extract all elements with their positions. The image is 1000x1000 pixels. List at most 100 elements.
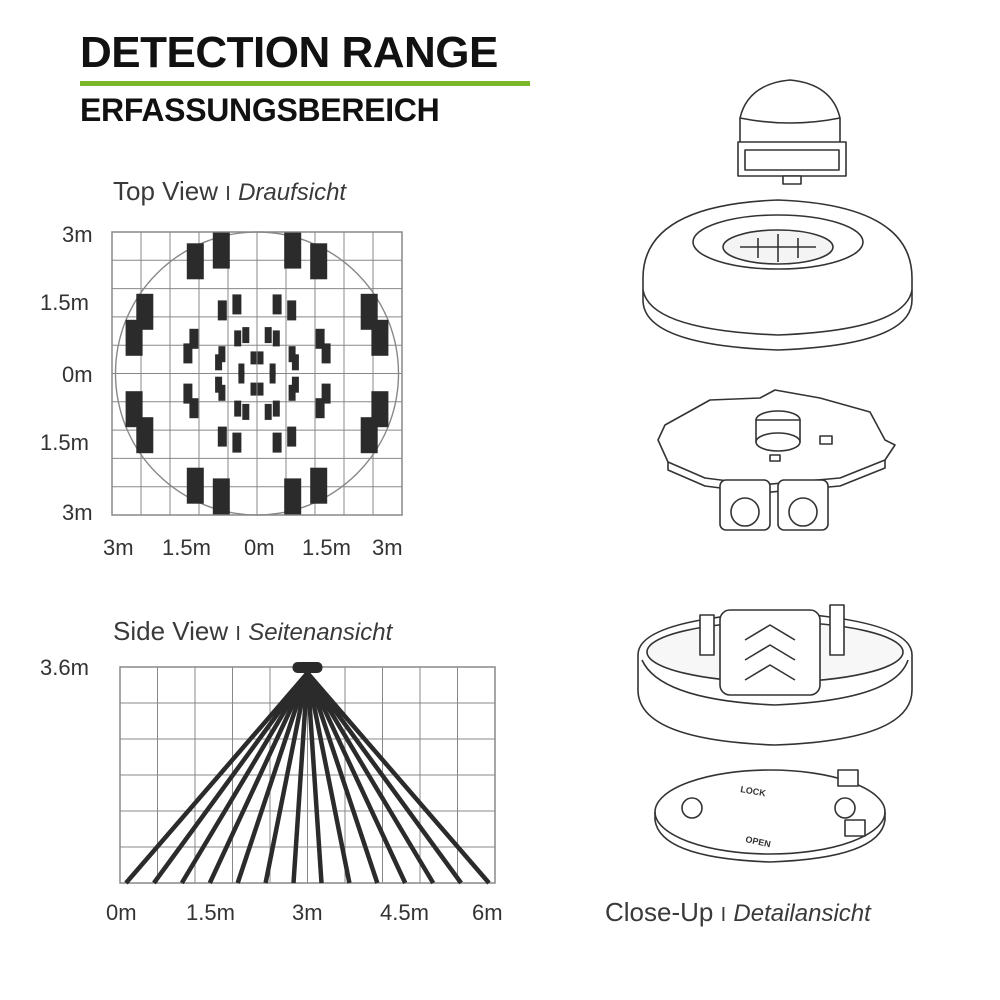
detection-zone xyxy=(215,354,223,371)
side-x-tick: 4.5m xyxy=(380,900,429,925)
detection-zone xyxy=(212,232,230,269)
detection-zone xyxy=(310,467,328,504)
detection-beam xyxy=(305,671,436,885)
detection-beam xyxy=(179,671,310,885)
detection-zone xyxy=(238,363,245,377)
detection-zone xyxy=(321,383,331,404)
top-y-tick: 3m xyxy=(62,500,93,525)
detection-zone xyxy=(264,327,272,344)
detection-zone xyxy=(232,432,242,453)
side-view-heading-de: Seitenansicht xyxy=(248,619,393,646)
side-view-separator: I xyxy=(235,623,241,645)
top-x-tick: 3m xyxy=(372,535,403,560)
detection-zone xyxy=(310,243,328,280)
detection-zone xyxy=(371,319,389,356)
top-view-heading-en: Top View xyxy=(113,176,219,206)
detection-zone xyxy=(360,417,378,454)
top-y-tick: 1.5m xyxy=(40,290,89,315)
detection-beam xyxy=(305,672,380,884)
detection-zone xyxy=(183,343,193,364)
title-underline xyxy=(80,81,530,86)
detection-beam xyxy=(305,672,408,884)
detection-zone xyxy=(272,330,280,347)
detection-beam xyxy=(291,672,310,884)
top-view-separator: I xyxy=(225,183,231,205)
lens-dome xyxy=(737,79,847,185)
mounting-plate xyxy=(654,769,886,863)
detection-zone xyxy=(136,293,154,330)
sensor-icon xyxy=(292,662,323,673)
detection-zone xyxy=(217,300,227,321)
detection-beam xyxy=(305,672,352,884)
detection-zone xyxy=(183,383,193,404)
top-y-tick: 0m xyxy=(62,362,93,387)
cover-housing xyxy=(642,199,913,351)
detection-zone xyxy=(264,403,272,420)
close-up-separator: I xyxy=(720,904,727,926)
top-view-heading: Top View I Draufsicht xyxy=(113,176,346,207)
close-up-heading-en: Close-Up xyxy=(605,897,714,927)
detection-zone xyxy=(269,363,276,377)
detection-circle xyxy=(114,231,400,516)
detection-zone xyxy=(321,343,331,364)
base-housing xyxy=(637,604,913,746)
top-x-tick: 0m xyxy=(244,535,275,560)
lock-label: LOCK xyxy=(740,784,767,798)
page-subtitle: ERFASSUNGSBEREICH xyxy=(80,92,440,128)
detection-zone xyxy=(284,478,302,515)
detection-zone xyxy=(287,426,297,447)
detection-zone xyxy=(215,376,223,393)
detection-zone xyxy=(291,376,299,393)
detection-beam xyxy=(305,671,463,885)
detection-zone xyxy=(315,328,325,349)
detection-zone xyxy=(257,351,264,365)
detection-zone xyxy=(238,370,245,384)
detection-zone xyxy=(186,467,204,504)
detection-zone xyxy=(218,384,226,401)
top-x-tick: 1.5m xyxy=(162,535,211,560)
detection-zone xyxy=(232,294,242,315)
detection-zone xyxy=(287,300,297,321)
detection-zone xyxy=(242,403,250,420)
top-y-tick: 1.5m xyxy=(40,430,89,455)
detection-beam xyxy=(124,671,310,885)
detection-zone xyxy=(272,432,282,453)
detection-beam xyxy=(235,672,310,884)
detection-zone xyxy=(250,351,257,365)
side-y-tick: 3.6m xyxy=(40,655,89,680)
detection-zone xyxy=(234,400,242,417)
top-x-tick: 3m xyxy=(103,535,134,560)
side-x-tick: 0m xyxy=(106,900,137,925)
detection-zone xyxy=(218,346,226,363)
detection-zone xyxy=(315,398,325,419)
circuit-board xyxy=(657,389,896,531)
detection-zone xyxy=(186,243,204,280)
top-view-heading-de: Draufsicht xyxy=(238,179,347,206)
detection-zone xyxy=(291,354,299,371)
top-y-tick: 3m xyxy=(62,222,93,247)
detection-beam xyxy=(305,672,324,884)
detection-zone xyxy=(272,294,282,315)
detection-zone xyxy=(189,398,199,419)
detection-zone xyxy=(234,330,242,347)
detection-beam xyxy=(207,672,310,884)
detection-zone xyxy=(288,346,296,363)
detection-zone xyxy=(288,384,296,401)
side-view-heading-en: Side View xyxy=(113,616,229,646)
detection-zone xyxy=(250,382,257,396)
side-view-heading: Side View I Seitenansicht xyxy=(113,616,392,647)
detection-beam xyxy=(152,671,310,885)
detection-zone xyxy=(242,327,250,344)
detection-zone xyxy=(189,328,199,349)
detection-zone xyxy=(269,370,276,384)
top-x-tick: 1.5m xyxy=(302,535,351,560)
side-x-tick: 6m xyxy=(472,900,503,925)
side-x-tick: 3m xyxy=(292,900,323,925)
detection-beam xyxy=(263,672,310,884)
detection-zone xyxy=(272,400,280,417)
detection-zone xyxy=(284,232,302,269)
detection-zone xyxy=(217,426,227,447)
